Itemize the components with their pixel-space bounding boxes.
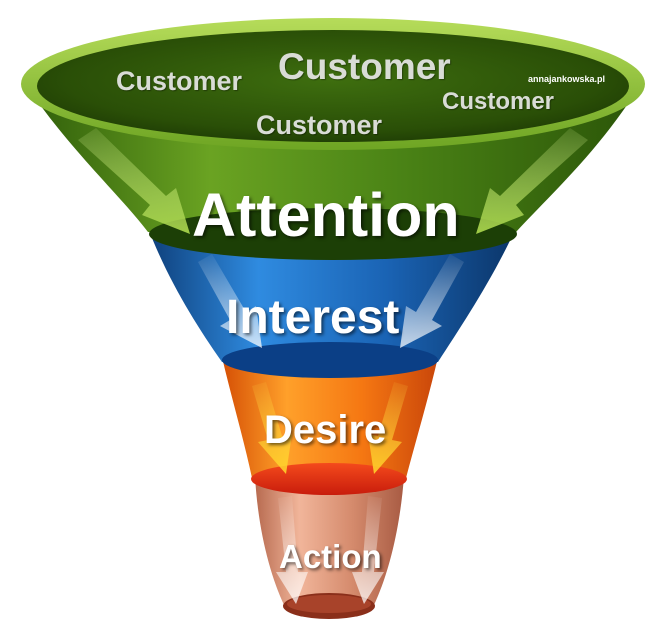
customer-label: Customer (116, 66, 243, 96)
stage-label-interest: Interest (226, 291, 400, 344)
customer-label: Customer (442, 88, 555, 115)
arrow-right-blue (400, 254, 464, 348)
arrow-left-green (78, 128, 190, 234)
customer-label: Customer (278, 46, 451, 87)
arrow-right-orange (368, 382, 408, 474)
arrow-right-action (352, 496, 384, 604)
watermark: annajankowska.pl (528, 74, 606, 84)
stage-label-desire: Desire (264, 408, 387, 452)
flow-arrows (78, 128, 588, 604)
arrow-left-orange (252, 382, 292, 474)
arrow-left-action (276, 496, 308, 604)
stage-label-attention: Attention (192, 181, 460, 249)
funnel-opening (37, 30, 629, 142)
stage-label-action: Action (279, 538, 382, 575)
arrow-right-green (476, 128, 588, 234)
attention-segment (21, 18, 645, 260)
customer-label: Customer (256, 110, 383, 140)
arrow-left-blue (198, 254, 262, 348)
